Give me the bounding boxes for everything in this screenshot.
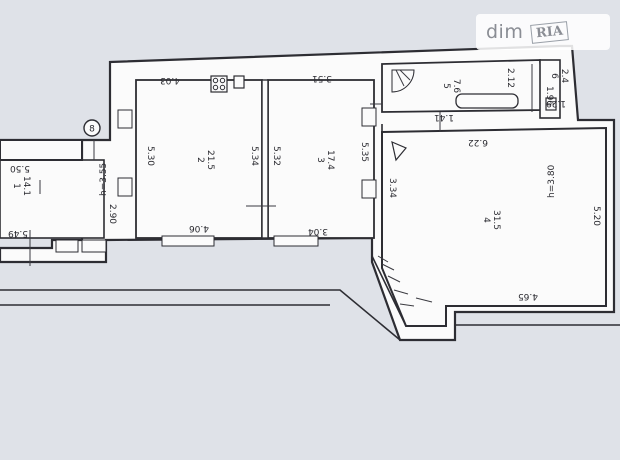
height-left: h=3.55: [99, 163, 109, 196]
svg-text:21.5: 21.5: [205, 150, 215, 170]
dim-1-96: 1.96: [544, 86, 554, 106]
dim-5-35: 5.35: [359, 142, 369, 162]
dim-5-34: 5.34: [249, 146, 259, 166]
dim-6-22: 6.22: [468, 137, 488, 147]
partition-2-3: [261, 79, 269, 239]
axis-marker-label: 8: [89, 125, 95, 135]
svg-text:17.4: 17.4: [325, 150, 335, 170]
dim-2-12: 2.12: [505, 68, 515, 88]
toilet-icon: [545, 97, 557, 111]
room-4-label: 4 31.5: [481, 210, 501, 230]
room-5-label: 5 7.6: [441, 79, 461, 94]
dim-4-06: 4.06: [189, 223, 209, 233]
svg-text:3: 3: [315, 157, 325, 163]
dim-5-49: 5.49: [8, 228, 28, 238]
dim-1-29: 1.29: [546, 98, 566, 108]
dim-3-34: 3.34: [387, 178, 397, 198]
svg-text:6: 6: [549, 73, 559, 79]
svg-text:7.6: 7.6: [451, 79, 461, 94]
room-1: [0, 159, 105, 239]
room-6-label: 6 2.4: [549, 69, 569, 84]
room-1-label: 1 14.1: [11, 176, 31, 196]
room-3-label: 3 17.4: [315, 150, 335, 170]
door-ticks: [29, 64, 533, 266]
watermark-dim: dim: [486, 21, 524, 43]
svg-text:5: 5: [441, 83, 451, 89]
svg-text:4: 4: [481, 217, 491, 223]
bay-hatching: [377, 255, 433, 307]
room-3: [267, 79, 375, 239]
height-right: h=3.80: [547, 164, 557, 198]
door-hatch-1: [395, 69, 405, 87]
dim-5-30: 5.30: [145, 146, 155, 166]
dim-5-20: 5.20: [591, 206, 601, 226]
dim-5-50: 5.50: [10, 163, 30, 173]
window-group: [55, 107, 377, 253]
room-4: [381, 126, 607, 327]
svg-text:1: 1: [11, 183, 21, 189]
axis-marker-circle: [83, 119, 101, 137]
dim-2-90: 2.90: [107, 204, 117, 224]
room-2-label: 2 21.5: [195, 150, 215, 170]
door-hatch-2: [399, 69, 411, 81]
triangle-symbol-icon: [391, 140, 407, 162]
watermark-logo: dim RIA: [476, 14, 610, 50]
svg-text:14.1: 14.1: [21, 176, 31, 196]
door-swing-icon: [391, 69, 415, 93]
room-1-top-wall: [0, 139, 83, 161]
dim-1-41: 1.41: [434, 112, 454, 122]
svg-text:31.5: 31.5: [491, 210, 501, 230]
dim-4-03: 4.03: [160, 75, 180, 85]
dim-3-51: 3.51: [312, 73, 332, 83]
bay-diagonal: [371, 255, 407, 327]
dim-5-32: 5.32: [271, 146, 281, 166]
watermark-ria: RIA: [530, 20, 570, 44]
bathtub-icon: [455, 93, 519, 109]
svg-text:2.4: 2.4: [559, 69, 569, 84]
stove-icon: [210, 75, 228, 93]
dim-4-65: 4.65: [518, 291, 538, 301]
svg-text:2: 2: [195, 157, 205, 163]
dim-3-04: 3.04: [308, 226, 328, 236]
sink-icon: [233, 75, 245, 89]
